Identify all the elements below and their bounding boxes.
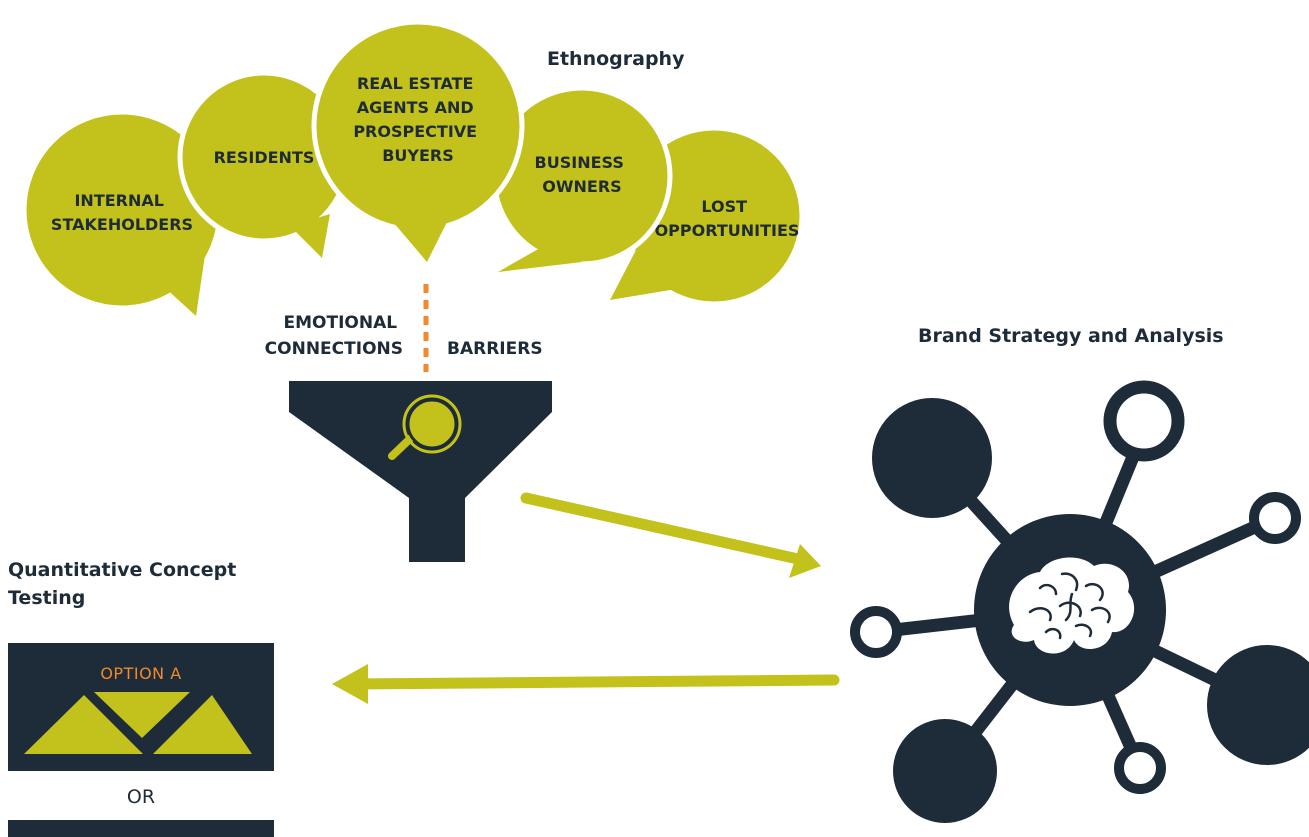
bubble-lost-text: LOST OPPORTUNITIES [655,197,800,240]
ethnography-heading: Ethnography [547,48,685,70]
or-label: OR [126,786,156,808]
bubble-agents-text: REAL ESTATE AGENTS AND PROSPECTIVE BUYER… [353,74,482,165]
quant-testing-heading: Quantitative Concept Testing [8,559,237,609]
bubble-agents-line-1: REAL ESTATE [357,74,474,93]
bubble-agents-line-3: PROSPECTIVE [353,122,477,141]
bubble-residents-line-1: RESIDENTS [214,148,315,167]
brand-strategy-heading: Brand Strategy and Analysis [918,325,1224,347]
bubble-business-text: BUSINESS OWNERS [535,153,630,196]
arrow-to-strategy-icon [520,492,821,578]
bubble-residents-text: RESIDENTS [214,148,315,167]
bubble-residents: RESIDENTS [177,70,351,258]
option-a-panel [8,643,274,771]
triangle-icon [94,692,190,738]
option-b-panel [8,820,274,837]
bubble-business-line-1: BUSINESS [535,153,624,172]
emotional-connections-label: EMOTIONAL CONNECTIONS [265,313,403,359]
brain-icon [1009,557,1135,654]
option-a-label: OPTION A [100,664,182,683]
bubble-agents-buyers: REAL ESTATE AGENTS AND PROSPECTIVE BUYER… [311,19,525,262]
bubble-agents-line-4: BUYERS [382,146,454,165]
network-icon [850,380,1309,823]
bubble-business-line-2: OWNERS [542,177,621,196]
bubble-business-owners: BUSINESS OWNERS [491,85,673,272]
bubble-internal-line-1: INTERNAL [74,191,163,210]
triangle-icon [24,695,143,754]
emotional-line-2: CONNECTIONS [265,339,403,359]
bubble-internal-line-2: STAKEHOLDERS [51,215,193,234]
bubble-agents-line-2: AGENTS AND [357,98,474,117]
bubble-lost-line-1: LOST [701,197,747,216]
barriers-label: BARRIERS [447,339,543,359]
funnel-icon [289,381,552,562]
arrow-to-testing-icon [332,664,840,704]
bubble-lost-line-2: OPPORTUNITIES [655,221,800,240]
magnifier-icon [388,394,462,460]
bubble-internal-text: INTERNAL STAKEHOLDERS [51,191,193,234]
emotional-line-1: EMOTIONAL [284,313,398,333]
triangle-icon [153,695,252,754]
